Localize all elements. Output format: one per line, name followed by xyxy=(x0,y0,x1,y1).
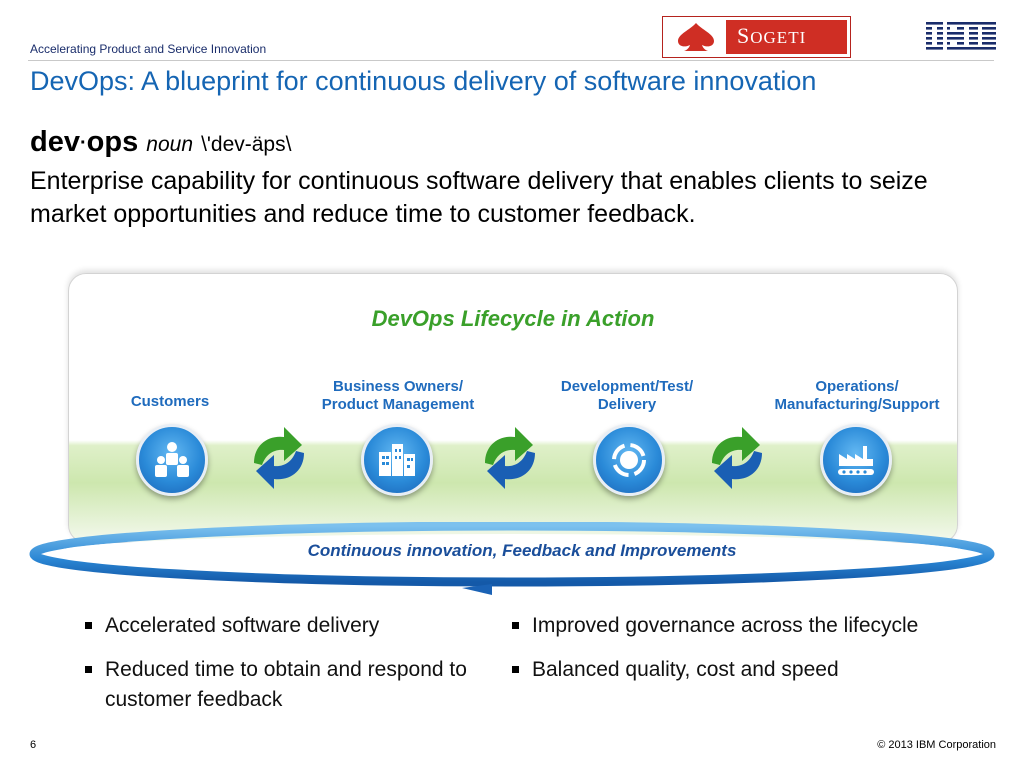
feedback-loop-label: Continuous innovation, Feedback and Impr… xyxy=(307,541,737,560)
page-number: 6 xyxy=(30,739,37,751)
list-item: Improved governance across the lifecycle xyxy=(512,611,932,641)
ibm-logo xyxy=(926,20,996,52)
sync-arrows-icon xyxy=(244,423,314,493)
slide-title: DevOps: A blueprint for continuous deliv… xyxy=(30,66,817,96)
header-divider xyxy=(28,60,994,61)
benefits-list-left: Accelerated software delivery Reduced ti… xyxy=(85,611,475,729)
sync-arrows-icon xyxy=(702,423,772,493)
sogeti-logo: SOGETI xyxy=(662,16,851,58)
stage-label-customers: Customers xyxy=(130,393,210,410)
list-item: Accelerated software delivery xyxy=(85,611,475,641)
list-item: Balanced quality, cost and speed xyxy=(512,655,932,685)
stage-label-development: Development/Test/Delivery xyxy=(560,378,694,413)
sync-arrows-icon xyxy=(475,423,545,493)
stage-label-operations: Operations/Manufacturing/Support xyxy=(774,378,940,413)
buildings-icon xyxy=(361,424,433,496)
customers-icon xyxy=(136,424,208,496)
benefits-list-right: Improved governance across the lifecycle… xyxy=(512,611,932,699)
definition-text: Enterprise capability for continuous sof… xyxy=(30,167,928,228)
pronunciation: \'dev-äps\ xyxy=(201,133,292,156)
definition-headword: dev·ops noun \'dev-äps\ xyxy=(30,126,292,158)
factory-icon xyxy=(820,424,892,496)
list-item: Reduced time to obtain and respond to cu… xyxy=(85,655,475,715)
lifecycle-title: DevOps Lifecycle in Action xyxy=(371,306,655,331)
header-subtitle: Accelerating Product and Service Innovat… xyxy=(30,42,267,56)
stage-label-business-owners: Business Owners/Product Management xyxy=(321,378,475,413)
cycle-icon xyxy=(593,424,665,496)
spade-icon xyxy=(666,20,726,54)
part-of-speech: noun xyxy=(146,133,193,156)
copyright: © 2013 IBM Corporation xyxy=(877,739,996,751)
feedback-loop-arrow xyxy=(22,521,1002,602)
sogeti-logo-text: SOGETI xyxy=(737,23,807,48)
